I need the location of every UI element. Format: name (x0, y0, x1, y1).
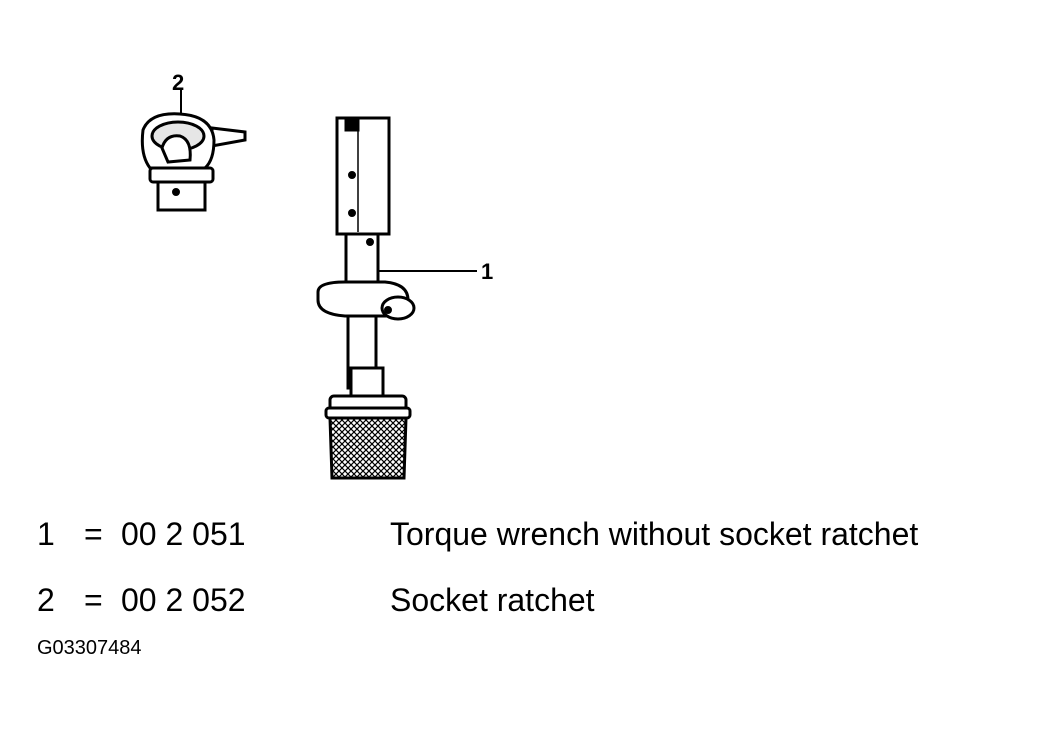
exploded-view-diagram (140, 90, 477, 480)
socket-ratchet-drawing (140, 90, 247, 212)
ratchet-pawl (160, 134, 192, 164)
ratchet-drive-square (156, 180, 207, 212)
wrench-upper-tube (335, 116, 391, 236)
wrench-knurled-grip (328, 416, 408, 480)
ratchet-drive-hole (172, 188, 180, 196)
legend-row-2: 2 = 00 2 052 Socket ratchet (0, 578, 1045, 622)
callout-label-2: 2 (172, 70, 185, 95)
legend-item-number: 2 (37, 582, 55, 618)
legend-description: Socket ratchet (390, 582, 595, 618)
wrench-tube-slot (344, 118, 360, 132)
wrench-locking-knob (380, 295, 416, 321)
ratchet-lever (210, 126, 247, 148)
legend-row-1: 1 = 00 2 051 Torque wrench without socke… (0, 512, 1045, 556)
callout-label-1: 1 (481, 259, 494, 284)
legend-equals-sign: = (84, 582, 103, 618)
figure-id: G03307484 (37, 637, 142, 659)
ratchet-collar (148, 166, 215, 184)
torque-wrench-drawing (316, 116, 477, 480)
legend-equals-sign: = (84, 516, 103, 552)
wrench-shaft-sleeve (349, 366, 385, 398)
legend-part-number: 00 2 052 (121, 582, 246, 618)
legend-part-number: 00 2 051 (121, 516, 246, 552)
legend-item-number: 1 (37, 516, 55, 552)
legend-description: Torque wrench without socket ratchet (390, 516, 919, 552)
